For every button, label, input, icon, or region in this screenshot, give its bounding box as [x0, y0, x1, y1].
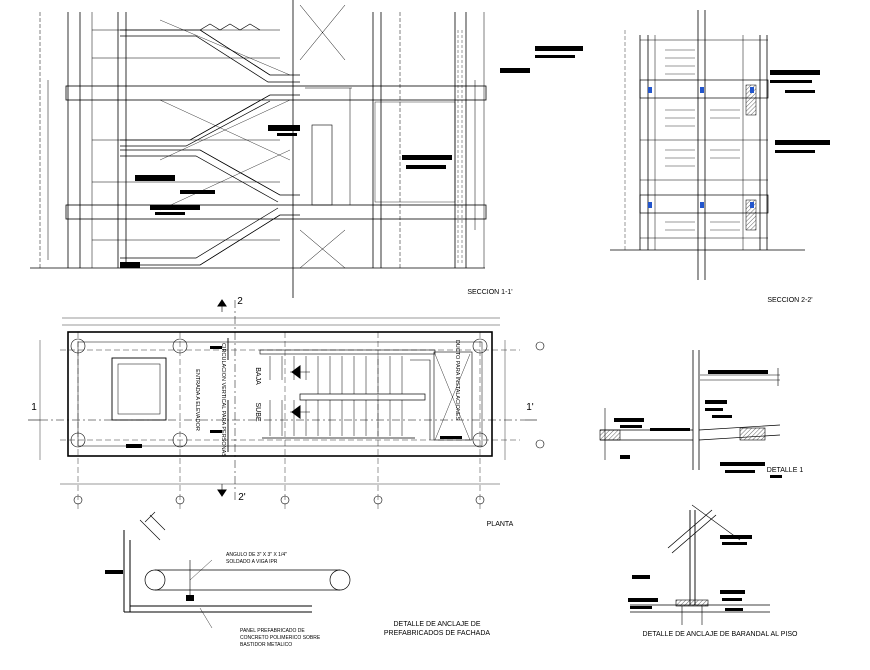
note-panel-line3: BASTIDOR METALICO: [240, 642, 292, 648]
planta-title: PLANTA: [487, 521, 514, 528]
seccion-2-title: SECCION 2-2': [767, 297, 812, 304]
detalle-barandal-drawing: [630, 504, 770, 625]
label-entrada-elevador: ENTRADA A ELEVADOR: [194, 369, 200, 431]
detalle-barandal-annotation-bars: [628, 535, 752, 611]
seccion-2-connections: [648, 87, 754, 208]
detalle-fachada-drawing: [123, 511, 351, 629]
cut-mark-1-left: 1: [31, 402, 37, 413]
label-circulacion-vertical: CIRCULACION VERTICAL PARA PERSONAS: [220, 343, 226, 457]
seccion-1-annotation-bars: [120, 46, 583, 268]
note-angulo-line1: ANGULO DE 3" X 3" X 1/4": [226, 552, 287, 558]
note-panel-line1: PANEL PREFABRICADO DE: [240, 628, 305, 634]
detalle-barandal-title: DETALLE DE ANCLAJE DE BARANDAL AL PISO: [643, 631, 799, 638]
cut-mark-2-top: 2: [237, 296, 243, 307]
stair-label-baja: BAJA: [254, 367, 261, 385]
seccion-1-title: SECCION 1-1': [467, 289, 512, 296]
detalle-fachada-annotation-bars: [105, 570, 194, 601]
planta-drawing: [28, 299, 545, 510]
detalle-1-drawing: [599, 350, 781, 470]
planta-annotation-bars: [126, 346, 462, 448]
seccion-2-drawing: [610, 10, 805, 280]
note-angulo-line2: SOLDADO A VIGA IPR: [226, 559, 278, 565]
detalle-fachada-title-line1: DETALLE DE ANCLAJE DE: [393, 621, 480, 628]
detalle-1-annotation-bars: [614, 370, 782, 478]
cut-mark-2-bottom: 2': [238, 492, 246, 503]
detalle-fachada-title-line2: PREFABRICADOS DE FACHADA: [384, 630, 491, 637]
seccion-2-annotation-bars: [770, 70, 830, 153]
detalle-1-title: DETALLE 1: [767, 467, 804, 474]
cut-mark-1-right: 1': [526, 402, 534, 413]
note-panel-line2: CONCRETO POLIMERICO SOBRE: [240, 635, 321, 641]
stair-label-sube: SUBE: [254, 402, 261, 421]
label-ducto-instalaciones: DUCTO PARA INSTALACIONES: [454, 340, 460, 421]
seccion-1-drawing: [30, 0, 487, 298]
